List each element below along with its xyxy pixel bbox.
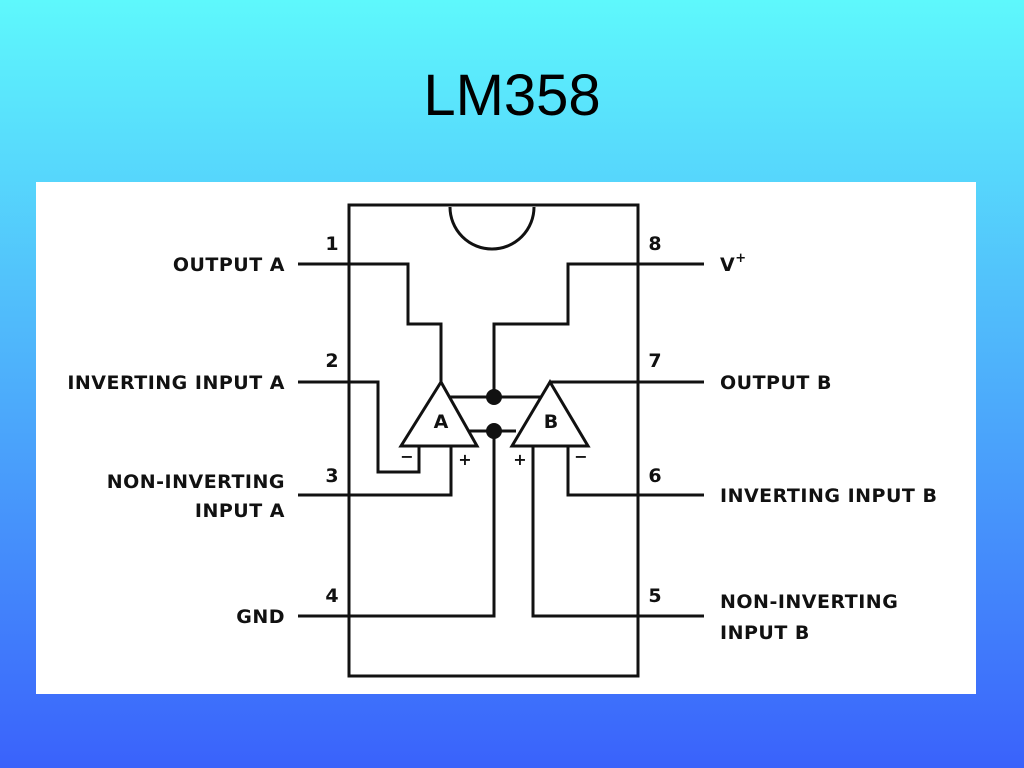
amp-b-triangle [509, 379, 591, 448]
amp-b-plus-sign: + [513, 450, 526, 469]
pinout-svg: A B − + + − 1 2 3 4 8 7 6 5 OUTPUT A INV… [67, 203, 937, 678]
wire-inverting-b [566, 446, 638, 497]
pin-6-number: 6 [648, 465, 661, 487]
amp-a-plus-sign: + [458, 450, 471, 469]
amp-a-minus-sign: − [400, 447, 413, 466]
wire-output-a [349, 262, 443, 382]
ic-notch [448, 206, 536, 251]
pin-3-label-line1: NON-INVERTING [107, 471, 285, 493]
junction-gnd [486, 423, 502, 439]
pin-1-label: OUTPUT A [173, 254, 285, 276]
wire-vplus [492, 262, 638, 397]
amp-b-minus-sign: − [574, 447, 587, 466]
wire-gnd [349, 431, 496, 618]
pin-8-number: 8 [648, 233, 661, 255]
ic-body [347, 203, 640, 678]
pin-8-label: V+ [720, 251, 747, 276]
pin-2-number: 2 [325, 350, 338, 372]
junction-vplus [486, 389, 502, 405]
pin-4-number: 4 [325, 585, 338, 607]
pin-8-label-text: V [720, 254, 735, 276]
pin-5-label-line1: NON-INVERTING [720, 591, 898, 613]
pin-3-number: 3 [325, 465, 338, 487]
amp-b-label: B [544, 411, 558, 433]
pin-5-number: 5 [648, 585, 661, 607]
wire-inverting-a [349, 380, 421, 474]
pin-4-label: GND [236, 606, 285, 628]
pin-1-number: 1 [325, 233, 338, 255]
wire-noninverting-a [349, 446, 453, 497]
pin-8-superscript: + [735, 251, 746, 266]
pin-2-label: INVERTING INPUT A [67, 372, 285, 394]
amp-a-label: A [434, 411, 449, 433]
pin-7-number: 7 [648, 350, 661, 372]
pinout-diagram: A B − + + − 1 2 3 4 8 7 6 5 OUTPUT A INV… [36, 182, 976, 694]
slide-title: LM358 [423, 63, 601, 128]
pin-5-label-line2: INPUT B [720, 622, 810, 644]
wire-noninverting-b [531, 446, 638, 618]
pin-3-label-line2: INPUT A [195, 500, 285, 522]
pin-7-label: OUTPUT B [720, 372, 832, 394]
amp-a-triangle [398, 379, 480, 448]
pin-6-label: INVERTING INPUT B [720, 485, 937, 507]
